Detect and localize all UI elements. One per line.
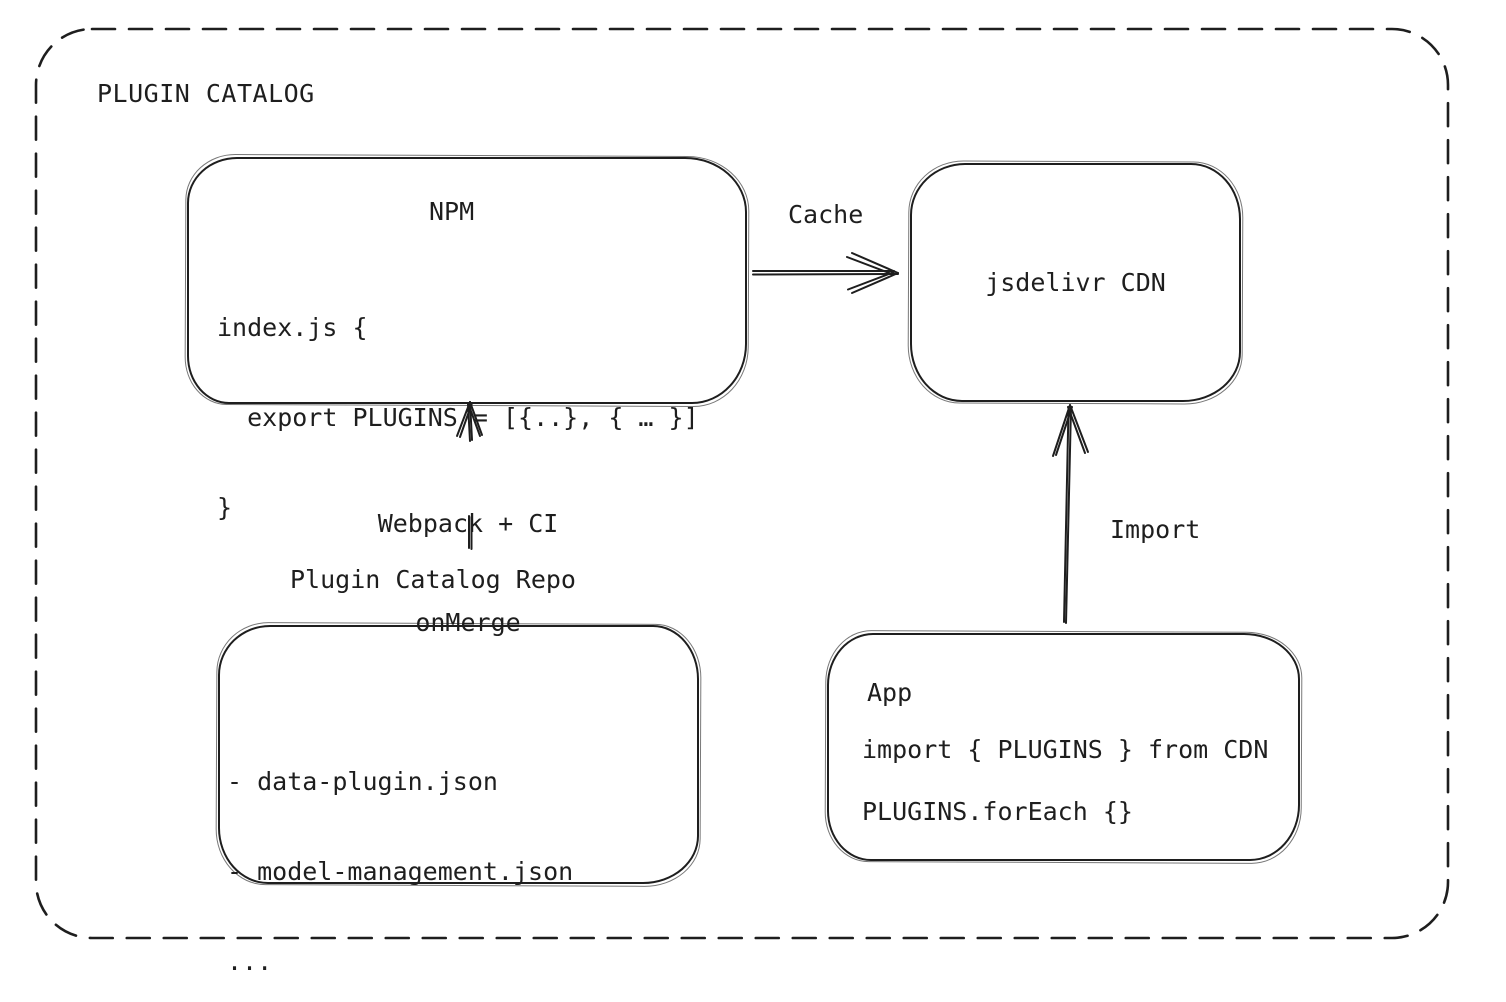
- repo-file-item: - data-plugin.json: [227, 767, 498, 796]
- node-app: App import { PLUGINS } from CDN PLUGINS.…: [827, 633, 1300, 861]
- node-plugin-catalog-repo: - data-plugin.json - model-management.js…: [218, 625, 699, 976]
- import-arrow: [1052, 404, 1089, 624]
- repo-file-item: ...: [227, 947, 273, 976]
- npm-code-block: index.js { export PLUGINS = [{..}, { … }…: [217, 253, 699, 583]
- webpack-edge-label-line1: Webpack + CI: [377, 509, 559, 538]
- repo-file-list: - data-plugin.json - model-management.js…: [227, 707, 573, 1002]
- node-jsdelivr-cdn: jsdelivr CDN: [910, 163, 1241, 402]
- import-edge-label: Import: [1110, 515, 1201, 544]
- cdn-node-label: jsdelivr CDN: [985, 268, 1166, 297]
- catalog-boundary-border: [34, 27, 1450, 940]
- npm-code-line: index.js {: [217, 313, 368, 342]
- npm-node-title: NPM: [429, 197, 475, 226]
- node-npm: NPM index.js { export PLUGINS = [{..}, {…: [187, 157, 747, 522]
- webpack-arrow: [456, 401, 483, 550]
- app-node-title: App: [867, 678, 913, 707]
- repo-node-caption: Plugin Catalog Repo: [290, 565, 576, 594]
- cache-edge-label: Cache: [788, 200, 864, 229]
- npm-code-line: export PLUGINS = [{..}, { … }]: [217, 403, 699, 432]
- app-code-line: import { PLUGINS } from CDN: [862, 735, 1269, 764]
- cache-arrow: [752, 252, 899, 294]
- diagram-title: PLUGIN CATALOG: [97, 79, 315, 108]
- repo-file-item: - model-management.json: [227, 857, 574, 886]
- npm-code-line: }: [217, 493, 233, 522]
- app-code-line: PLUGINS.forEach {}: [862, 797, 1133, 826]
